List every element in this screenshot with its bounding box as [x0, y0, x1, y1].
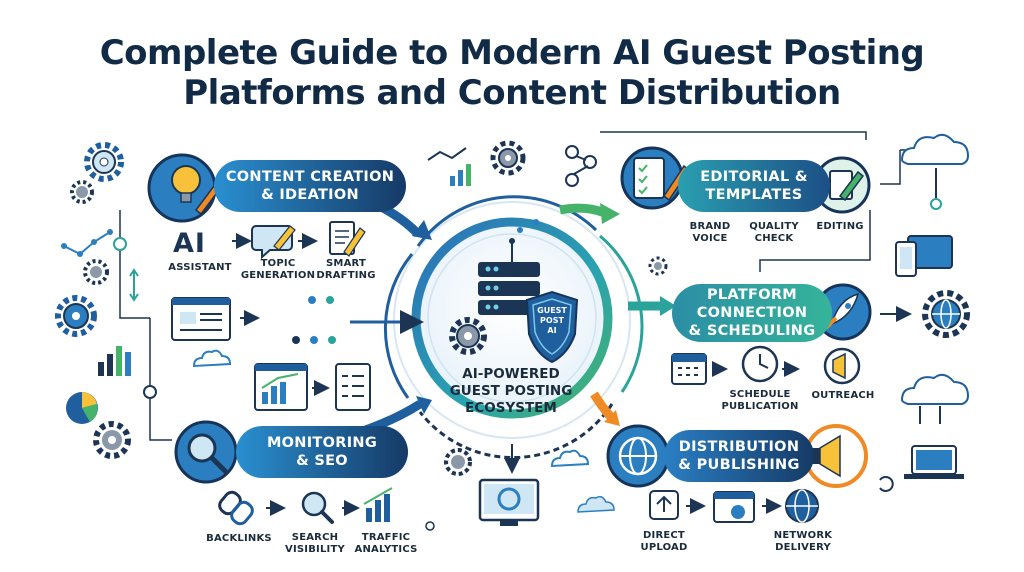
shield-line3: AI	[547, 326, 557, 335]
distribution-title-line2: & PUBLISHING	[678, 457, 800, 473]
page-title-line1: Complete Guide to Modern AI Guest Postin…	[99, 33, 925, 73]
ecosystem-line1: AI-POWERED	[462, 366, 560, 382]
bottom-decor	[425, 444, 615, 531]
outreach-label: OUTREACH	[811, 390, 875, 401]
top-decor	[427, 131, 867, 233]
monitoring-banner: MONITORING & SEO	[236, 426, 408, 478]
outreach-caption: OUTREACH	[808, 390, 878, 402]
smart-drafting-caption: SMART DRAFTING	[306, 258, 386, 282]
search-label-line2: VISIBILITY	[285, 544, 345, 555]
editing-label: EDITING	[816, 221, 864, 232]
topic-label-line1: TOPIC	[260, 258, 296, 269]
brand-label-line2: VOICE	[692, 233, 728, 244]
network-label-line1: NETWORK	[773, 530, 833, 541]
traffic-label-line2: ANALYTICS	[354, 544, 418, 555]
traffic-label-line1: TRAFFIC	[361, 532, 411, 543]
platform-title-line3: & SCHEDULING	[688, 323, 816, 339]
network-delivery-caption: NETWORK DELIVERY	[766, 530, 840, 554]
monitoring-graphics	[171, 296, 393, 526]
platform-banner: PLATFORM CONNECTION & SCHEDULING	[672, 284, 832, 342]
direct-upload-caption: DIRECT UPLOAD	[632, 530, 696, 554]
distribution-banner: DISTRIBUTION & PUBLISHING	[664, 430, 814, 482]
schedule-label-line2: PUBLICATION	[721, 401, 799, 412]
brand-label-line1: BRAND	[689, 221, 731, 232]
assistant-label: ASSISTANT	[168, 262, 232, 273]
page-title-line2: Platforms and Content Distribution	[183, 73, 841, 113]
backlinks-caption: BACKLINKS	[202, 533, 276, 545]
brand-voice-caption: BRAND VOICE	[680, 221, 740, 245]
shield-icon	[525, 290, 579, 364]
topic-label-line2: GENERATION	[240, 270, 316, 281]
network-label-line2: DELIVERY	[775, 542, 831, 553]
quality-check-caption: QUALITY CHECK	[742, 221, 806, 245]
traffic-analytics-caption: TRAFFIC ANALYTICS	[350, 532, 422, 556]
distribution-title-line1: DISTRIBUTION	[678, 439, 800, 455]
editorial-banner: EDITORIAL & TEMPLATES	[678, 160, 830, 212]
right-decor	[648, 133, 970, 492]
search-label-line1: SEARCH	[291, 532, 339, 543]
shield-line2: POST	[540, 316, 564, 325]
backlinks-label: BACKLINKS	[206, 533, 272, 544]
upload-label-line2: UPLOAD	[640, 542, 688, 553]
schedule-publication-caption: SCHEDULE PUBLICATION	[718, 389, 802, 413]
upload-label-line1: DIRECT	[643, 530, 685, 541]
ecosystem-line3: ECOSYSTEM	[465, 400, 557, 416]
content-creation-graphics	[147, 153, 366, 260]
platform-title-line2: CONNECTION	[696, 305, 808, 321]
shield-text: GUEST POST AI	[528, 306, 576, 336]
editorial-title-line1: EDITORIAL &	[700, 169, 808, 185]
monitoring-title-line1: MONITORING	[266, 435, 378, 451]
center-gear-icon	[449, 317, 487, 355]
ecosystem-label: AI-POWERED GUEST POSTING ECOSYSTEM	[436, 366, 586, 417]
monitoring-title-line2: & SEO	[296, 453, 348, 469]
smart-label-line1: SMART	[326, 258, 366, 269]
editorial-title-line2: TEMPLATES	[705, 187, 803, 203]
quality-label-line1: QUALITY	[749, 221, 799, 232]
left-decor	[55, 142, 232, 459]
platform-graphics	[671, 283, 912, 385]
assistant-caption: ASSISTANT	[160, 262, 240, 274]
content-creation-title-line2: & IDEATION	[261, 187, 359, 203]
search-visibility-caption: SEARCH VISIBILITY	[280, 532, 350, 556]
topic-generation-caption: TOPIC GENERATION	[238, 258, 318, 282]
quality-label-line2: CHECK	[754, 233, 794, 244]
distribution-graphics	[606, 424, 868, 523]
server-icon	[478, 238, 540, 315]
smart-label-line2: DRAFTING	[316, 270, 376, 281]
content-creation-banner: CONTENT CREATION & IDEATION	[214, 160, 406, 212]
center-ring	[383, 195, 644, 460]
editing-caption: EDITING	[808, 221, 872, 233]
platform-title-line1: PLATFORM	[706, 287, 798, 303]
content-creation-title-line1: CONTENT CREATION	[225, 169, 395, 185]
shield-line1: GUEST	[537, 306, 567, 315]
schedule-label-line1: SCHEDULE	[729, 389, 791, 400]
ecosystem-line2: GUEST POSTING	[449, 383, 573, 399]
ai-label: AI	[173, 228, 206, 259]
